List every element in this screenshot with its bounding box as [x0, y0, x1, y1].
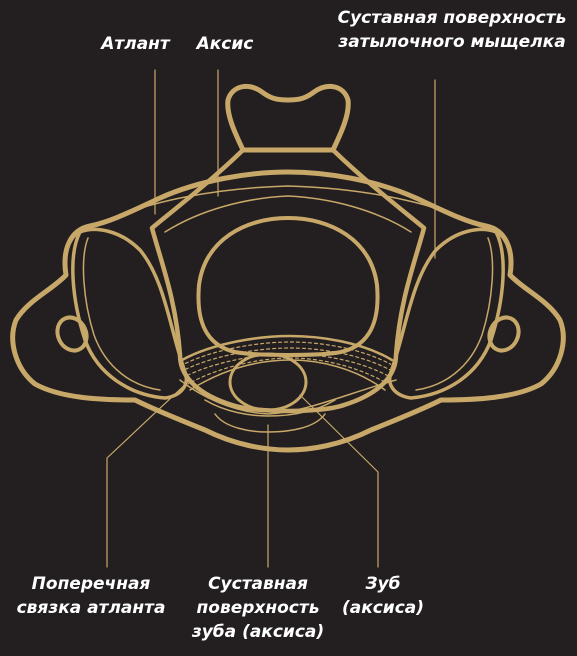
label-axis-text: Аксис: [185, 32, 265, 56]
label-atlas-text: Атлант: [78, 32, 193, 56]
vertebral-foramen: [198, 218, 377, 355]
label-axis: Аксис: [185, 32, 265, 56]
label-dens-surface-line1: Суставная: [183, 572, 333, 596]
left-transverse-foramen: [52, 313, 92, 356]
axis-spinous-process: [228, 86, 349, 150]
leader-dens: [300, 395, 378, 567]
label-dens-line1: Зуб: [338, 572, 428, 596]
label-condyle-line1: Суставная поверхность: [332, 6, 572, 30]
label-dens: Зуб (аксиса): [338, 572, 428, 620]
label-atlas: Атлант: [78, 32, 193, 56]
label-dens-surface-line3: зуба (аксиса): [183, 620, 333, 644]
axis-lamina-line: [165, 196, 411, 232]
left-lateral-mass: [73, 229, 186, 398]
label-ligament-line1: Поперечная: [6, 572, 176, 596]
label-condyle-surface: Суставная поверхность затылочного мыщелк…: [332, 6, 572, 54]
dens: [230, 354, 306, 410]
leader-lines: [107, 70, 435, 567]
atlas-outline: [13, 172, 563, 450]
label-dens-surface-line2: поверхность: [183, 596, 333, 620]
label-ligament-line2: связка атланта: [6, 596, 176, 620]
label-dens-articular-surface: Суставная поверхность зуба (аксиса): [183, 572, 333, 644]
label-dens-line2: (аксиса): [338, 596, 428, 620]
label-condyle-line2: затылочного мыщелка: [332, 30, 572, 54]
transverse-ligament-lower: [190, 360, 385, 390]
right-lateral-mass: [390, 229, 503, 398]
right-transverse-foramen: [484, 313, 524, 356]
axis-outline: [152, 150, 424, 411]
label-transverse-ligament: Поперечная связка атланта: [6, 572, 176, 620]
